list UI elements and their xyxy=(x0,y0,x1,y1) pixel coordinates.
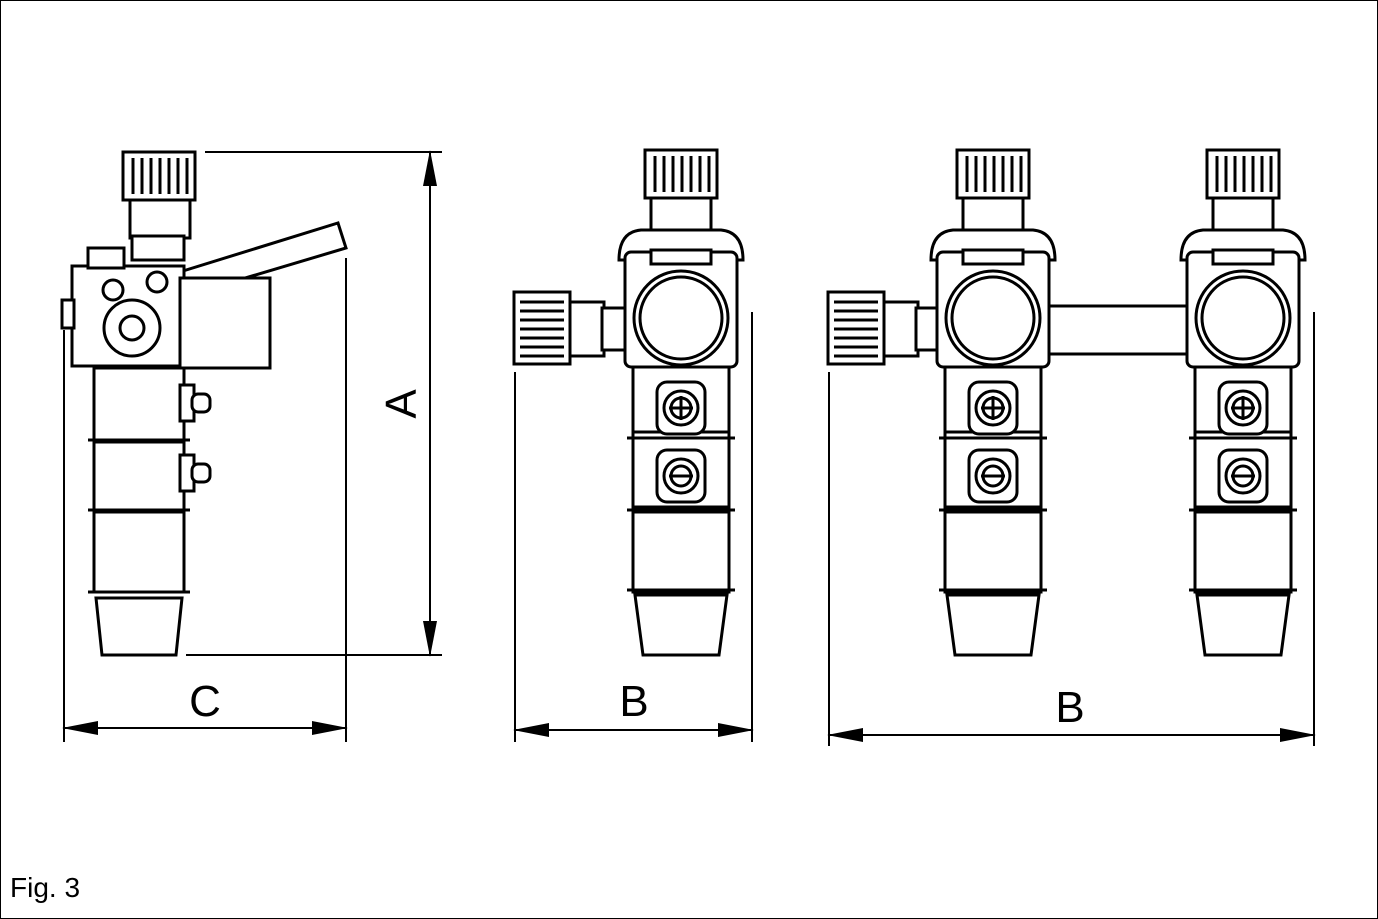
double-front-valve xyxy=(826,150,1305,655)
dimension-b-single xyxy=(513,312,754,742)
dimension-label-b-double: B xyxy=(1055,683,1084,732)
dimension-label-a: A xyxy=(377,389,426,419)
dimension-b-double xyxy=(827,312,1316,746)
single-front-valve xyxy=(512,150,743,655)
dimension-a xyxy=(186,150,442,657)
dimension-label-c: C xyxy=(189,677,221,726)
figure-caption: Fig. 3 xyxy=(10,872,81,903)
dimension-c xyxy=(62,258,348,742)
dimension-label-b-single: B xyxy=(619,677,648,726)
side-view-valve xyxy=(60,150,348,657)
